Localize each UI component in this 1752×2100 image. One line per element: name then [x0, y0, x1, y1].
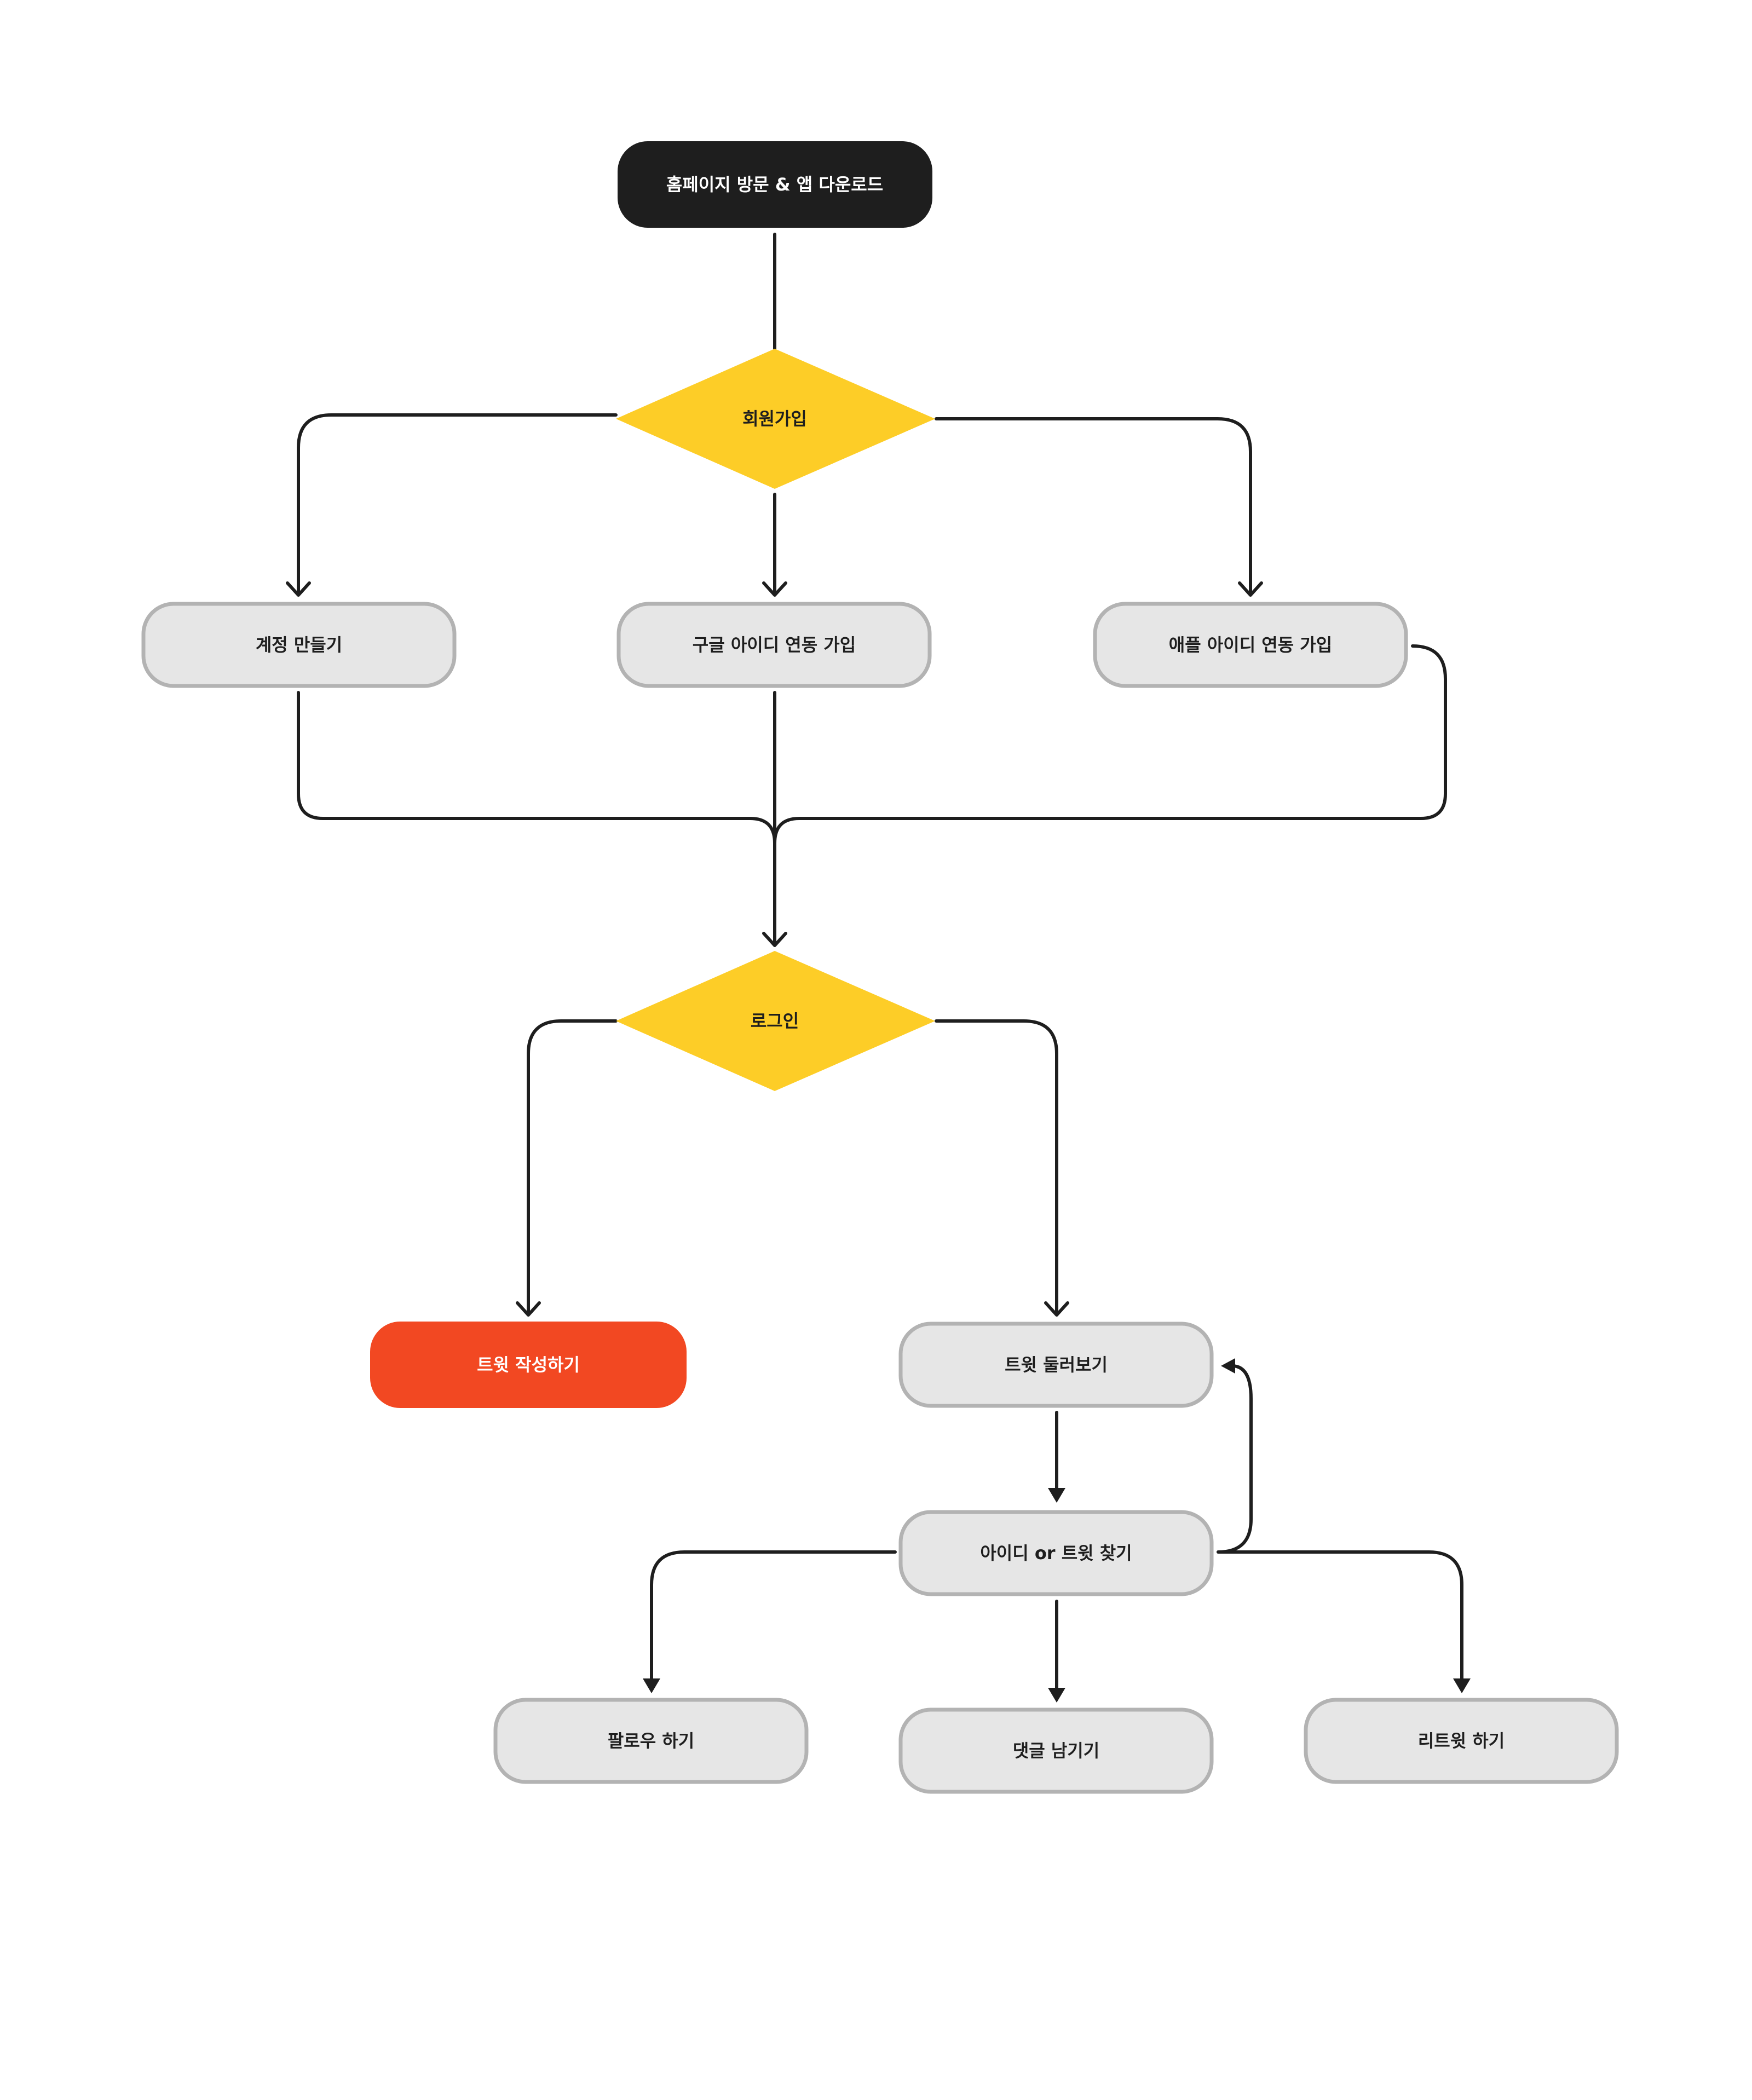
node-start-label: 홈페이지 방문 & 앱 다운로드	[666, 174, 883, 195]
node-retweet-label: 리트윗 하기	[1418, 1730, 1505, 1751]
node-browse-tweets-label: 트윗 둘러보기	[1005, 1354, 1108, 1375]
edge-search-to-follow	[650, 1550, 897, 1682]
node-signup-decision[interactable]: 회원가입	[616, 349, 935, 489]
node-google-signup-label: 구글 아이디 연동 가입	[693, 634, 856, 655]
node-retweet-shape	[1304, 1698, 1619, 1784]
arrowhead-loop-browse	[1221, 1358, 1235, 1374]
node-follow[interactable]: 팔로우 하기	[493, 1698, 809, 1784]
edge-signup-to-apple	[935, 417, 1252, 596]
node-retweet[interactable]: 리트윗 하기	[1304, 1698, 1619, 1784]
node-login-shape	[616, 951, 935, 1091]
arrowhead-google	[762, 581, 787, 597]
arrowhead-follow	[643, 1678, 660, 1693]
node-search-label: 아이디 or 트윗 찾기	[980, 1543, 1132, 1564]
edge-search-to-retweet	[1217, 1550, 1463, 1682]
arrowhead-browse	[1044, 1301, 1069, 1317]
edge-apple-to-merge	[773, 644, 1447, 845]
node-start-shape	[618, 141, 932, 228]
node-start[interactable]: 홈페이지 방문 & 앱 다운로드	[618, 141, 932, 228]
node-follow-label: 팔로우 하기	[608, 1730, 694, 1751]
node-apple-signup-label: 애플 아이디 연동 가입	[1169, 634, 1332, 655]
node-search[interactable]: 아이디 or 트윗 찾기	[898, 1510, 1214, 1596]
arrowhead-comment	[1048, 1688, 1065, 1703]
node-browse-tweets[interactable]: 트윗 둘러보기	[898, 1322, 1214, 1408]
edge-signup-to-create-account	[297, 413, 618, 596]
node-write-tweet[interactable]: 트윗 작성하기	[370, 1322, 687, 1408]
node-comment-label: 댓글 남기기	[1013, 1740, 1099, 1761]
edge-search-loop-to-browse	[1217, 1364, 1253, 1554]
node-browse-tweets-shape	[898, 1322, 1214, 1408]
arrowhead-create-account	[286, 581, 311, 597]
arrowhead-apple	[1238, 581, 1263, 597]
node-apple-signup-shape	[1093, 602, 1408, 688]
node-google-signup[interactable]: 구글 아이디 연동 가입	[616, 602, 932, 688]
node-apple-signup[interactable]: 애플 아이디 연동 가입	[1093, 602, 1408, 688]
node-search-shape	[898, 1510, 1214, 1596]
edge-login-to-browse	[935, 1019, 1058, 1316]
node-write-tweet-label: 트윗 작성하기	[477, 1354, 580, 1375]
node-write-tweet-shape	[370, 1322, 687, 1408]
node-signup-label: 회원가입	[742, 408, 807, 429]
node-google-signup-shape	[616, 602, 932, 688]
arrowhead-search	[1048, 1488, 1065, 1503]
node-comment-shape	[898, 1707, 1214, 1794]
arrowhead-login	[762, 932, 787, 947]
arrowhead-write-tweet	[516, 1301, 541, 1317]
node-login-decision[interactable]: 로그인	[616, 951, 935, 1091]
node-follow-shape	[493, 1698, 809, 1784]
node-signup-shape	[616, 349, 935, 489]
edge-login-to-write-tweet	[527, 1019, 618, 1316]
edge-create-account-to-merge	[297, 691, 776, 845]
nodes: 홈페이지 방문 & 앱 다운로드 회원가입 계정 만들기 구글 아이디 연동 가…	[141, 141, 1619, 1794]
edges	[286, 233, 1471, 1703]
arrowhead-retweet	[1453, 1678, 1471, 1693]
node-create-account-shape	[141, 602, 457, 688]
node-create-account-label: 계정 만들기	[256, 634, 342, 655]
node-create-account[interactable]: 계정 만들기	[141, 602, 457, 688]
node-comment[interactable]: 댓글 남기기	[898, 1707, 1214, 1794]
node-login-label: 로그인	[751, 1011, 799, 1031]
